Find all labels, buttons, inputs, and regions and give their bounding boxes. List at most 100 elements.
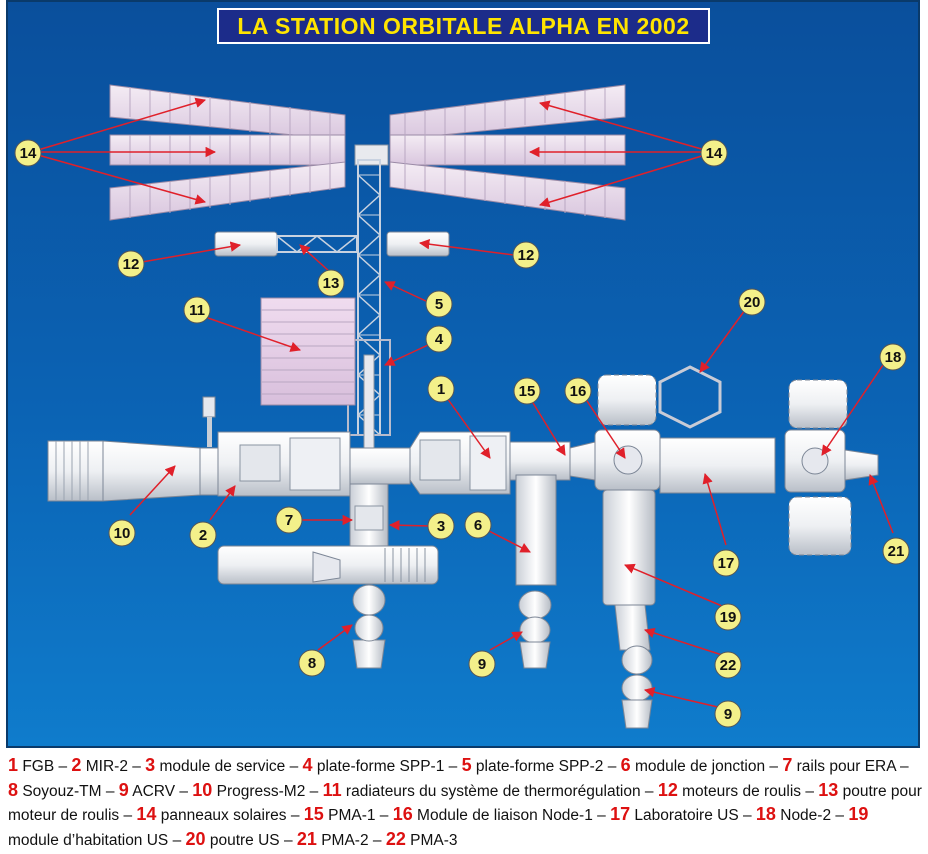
- callout-14-right: 14: [700, 139, 728, 167]
- callout-6: 6: [464, 511, 492, 539]
- legend-number: 6: [620, 755, 631, 775]
- legend-number: 17: [610, 804, 631, 824]
- legend-text: Node-2 –: [775, 807, 849, 824]
- legend-text: module de jonction –: [630, 758, 783, 775]
- node-2: [784, 379, 852, 556]
- callout-18: 18: [879, 343, 907, 371]
- svg-text:12: 12: [123, 256, 140, 273]
- legend-number: 12: [657, 779, 678, 800]
- svg-text:18: 18: [885, 349, 902, 366]
- title-banner: LA STATION ORBITALE ALPHA EN 2002: [217, 8, 710, 44]
- legend-text: PMA-3: [405, 831, 458, 849]
- solar-panel-right-bottom: [389, 161, 626, 221]
- us-habitation-module: [602, 489, 656, 729]
- legend-number: 19: [848, 804, 869, 824]
- legend-text: radiateurs du système de thermorégulatio…: [341, 782, 658, 800]
- legend-number: 13: [818, 779, 839, 800]
- solar-panel-right-top: [389, 84, 626, 141]
- legend-number: 16: [392, 804, 413, 824]
- solar-panel-left-bottom: [109, 161, 346, 221]
- svg-text:9: 9: [478, 656, 486, 673]
- mir-2-module: [199, 396, 351, 497]
- legend-text: FGB –: [18, 758, 72, 775]
- legend-text: MIR-2 –: [81, 758, 146, 775]
- callout-13: 13: [317, 269, 345, 297]
- callout-19: 19: [714, 603, 742, 631]
- progress-m2-module: [47, 440, 201, 502]
- legend-text: Module de liaison Node-1 –: [412, 807, 611, 824]
- legend-number: 7: [782, 755, 793, 775]
- legend-number: 5: [461, 755, 472, 775]
- solar-panel-right-middle: [389, 134, 626, 166]
- legend-text: Soyouz-TM –: [18, 782, 119, 800]
- legend-number: 11: [322, 779, 342, 800]
- callout-8: 8: [298, 649, 326, 677]
- callout-2: 2: [189, 521, 217, 549]
- svg-text:16: 16: [570, 383, 587, 400]
- soyuz-tm: [352, 584, 386, 669]
- legend-number: 22: [385, 828, 406, 849]
- legend-number: 3: [145, 755, 156, 775]
- callout-17: 17: [712, 549, 740, 577]
- callout-12-right: 12: [512, 241, 540, 269]
- legend-text: Laboratoire US –: [630, 807, 756, 824]
- legend-text: plate-forme SPP-1 –: [312, 758, 462, 775]
- svg-text:14: 14: [706, 145, 723, 162]
- legend-text: poutre US –: [205, 831, 297, 849]
- callout-16: 16: [564, 377, 592, 405]
- svg-text:17: 17: [718, 555, 735, 572]
- svg-text:11: 11: [189, 302, 205, 319]
- svg-text:9: 9: [724, 706, 732, 723]
- service-module: [217, 483, 439, 585]
- legend-number: 4: [302, 755, 313, 775]
- legend-number: 10: [192, 779, 213, 800]
- solar-panel-left-middle: [109, 134, 346, 166]
- svg-text:3: 3: [437, 518, 445, 535]
- svg-text:14: 14: [20, 145, 37, 162]
- svg-text:10: 10: [114, 525, 131, 542]
- callouts: 14 14 12 12 13 5 11 4 20 18 1 15 16 7 3 …: [14, 139, 910, 728]
- callout-arrows: [37, 97, 894, 709]
- svg-text:15: 15: [519, 383, 536, 400]
- svg-text:1: 1: [437, 381, 445, 398]
- svg-text:22: 22: [720, 657, 737, 674]
- svg-text:6: 6: [474, 517, 482, 534]
- legend-text: moteurs de roulis –: [677, 782, 819, 800]
- callout-9-right: 9: [714, 700, 742, 728]
- legend-text: PMA-2 –: [316, 831, 386, 849]
- svg-text:4: 4: [435, 331, 444, 348]
- callout-10: 10: [108, 519, 136, 547]
- solar-panels-left: [109, 84, 346, 221]
- roll-engine-left: [214, 231, 278, 257]
- diagram-title: LA STATION ORBITALE ALPHA EN 2002: [237, 12, 690, 39]
- callout-9-left: 9: [468, 650, 496, 678]
- us-laboratory: [659, 437, 776, 494]
- callout-22: 22: [714, 651, 742, 679]
- svg-text:20: 20: [744, 294, 761, 311]
- legend-number: 1: [8, 755, 19, 775]
- legend-text: module d’habitation US –: [8, 831, 186, 849]
- legend-text: Progress-M2 –: [212, 782, 323, 800]
- legend-text: plate-forme SPP-2 –: [471, 758, 621, 775]
- legend-number: 2: [71, 755, 82, 775]
- legend-number: 21: [296, 828, 317, 849]
- callout-20: 20: [738, 288, 766, 316]
- svg-text:2: 2: [199, 527, 207, 544]
- legend-number: 14: [136, 804, 157, 824]
- legend: 1 FGB – 2 MIR-2 – 3 module de service – …: [8, 754, 922, 852]
- legend-number: 20: [185, 828, 206, 849]
- callout-14-left: 14: [14, 139, 42, 167]
- callout-12-left: 12: [117, 250, 145, 278]
- roll-engine-right: [386, 231, 450, 257]
- svg-text:7: 7: [285, 512, 293, 529]
- legend-text: PMA-1 –: [323, 807, 393, 824]
- legend-text: panneaux solaires –: [156, 807, 304, 824]
- legend-text: rails pour ERA –: [792, 758, 909, 775]
- legend-number: 15: [303, 804, 324, 824]
- roll-engine-beam: [276, 235, 358, 253]
- pma-1: [509, 441, 596, 481]
- callout-1: 1: [427, 375, 455, 403]
- svg-text:12: 12: [518, 247, 535, 264]
- node-1: [594, 374, 661, 491]
- svg-text:19: 19: [720, 609, 737, 626]
